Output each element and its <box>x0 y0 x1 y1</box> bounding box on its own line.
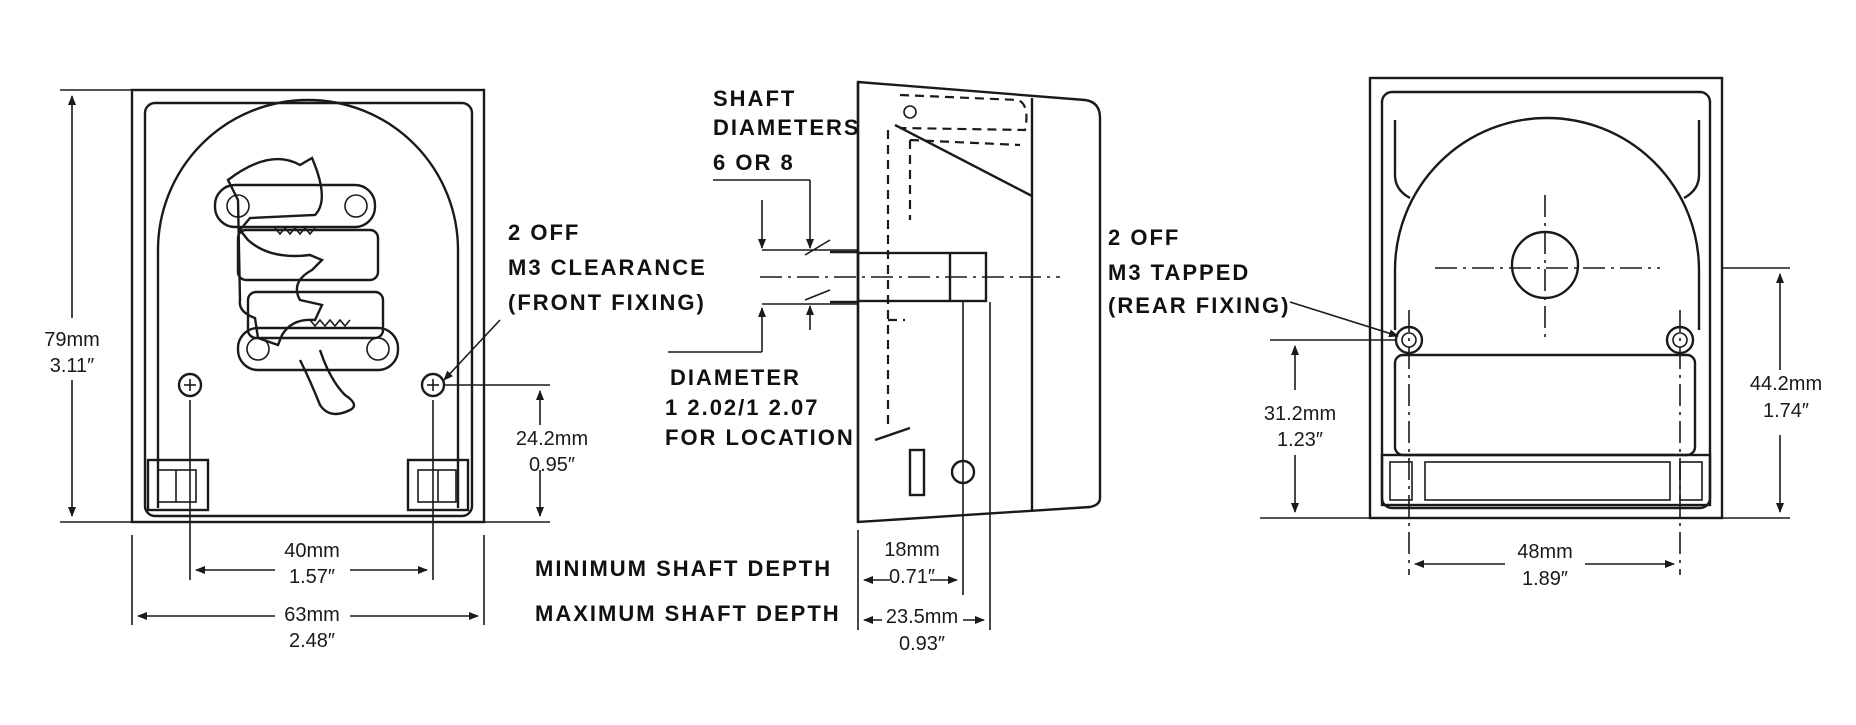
front-note-line3: (FRONT FIXING) <box>508 290 706 315</box>
front-width-in: 2.48″ <box>289 630 335 652</box>
shaft-note-line3: 6 OR 8 <box>713 150 795 175</box>
front-note-line2: M3 CLEARANCE <box>508 255 707 280</box>
shaft-note-line2: DIAMETERS <box>713 115 861 140</box>
min-depth-in: 0.71″ <box>889 566 935 588</box>
side-view: SHAFT DIAMETERS 6 OR 8 DIAMETER 1 2.02/1… <box>535 80 1102 655</box>
front-fixing-hole-left <box>177 372 203 398</box>
front-view: 79mm 3.11″ 24.2mm 0.95″ 40mm 1.57″ 63mm … <box>44 88 707 652</box>
rear-right-height-in: 1.74″ <box>1763 400 1809 422</box>
max-depth-label: MAXIMUM SHAFT DEPTH <box>535 601 841 626</box>
rear-note-line1: 2 OFF <box>1108 225 1180 250</box>
rear-note-line3: (REAR FIXING) <box>1108 293 1290 318</box>
rear-left-height-mm: 31.2mm <box>1264 403 1336 425</box>
rear-left-height-in: 1.23″ <box>1277 429 1323 451</box>
front-hole-height-mm: 24.2mm <box>516 428 588 450</box>
shaft-note-line1: SHAFT <box>713 86 796 111</box>
diam-note-line2: 1 2.02/1 2.07 <box>665 395 819 420</box>
front-width-mm: 63mm <box>284 604 340 626</box>
rear-right-height-mm: 44.2mm <box>1750 373 1822 395</box>
diam-note-line3: FOR LOCATION <box>665 425 855 450</box>
rear-hole-spacing-in: 1.89″ <box>1522 568 1568 590</box>
max-depth-mm: 23.5mm <box>886 606 958 628</box>
front-height-mm: 79mm <box>44 329 100 351</box>
max-depth-in: 0.93″ <box>899 633 945 655</box>
rotor-assembly <box>213 156 400 416</box>
min-depth-mm: 18mm <box>884 539 940 561</box>
diam-note-line1: DIAMETER <box>670 365 801 390</box>
front-hole-spacing-in: 1.57″ <box>289 566 335 588</box>
min-depth-label: MINIMUM SHAFT DEPTH <box>535 556 832 581</box>
front-height-in: 3.11″ <box>50 355 95 377</box>
front-hole-spacing-mm: 40mm <box>284 540 340 562</box>
front-fixing-hole-right <box>420 372 446 398</box>
front-note-line1: 2 OFF <box>508 220 580 245</box>
rear-note-line2: M3 TAPPED <box>1108 260 1250 285</box>
front-hole-height-in: 0.95″ <box>529 454 575 476</box>
rear-view: 2 OFF M3 TAPPED (REAR FIXING) 31.2mm 1.2… <box>1108 76 1822 590</box>
rear-hole-spacing-mm: 48mm <box>1517 541 1573 563</box>
